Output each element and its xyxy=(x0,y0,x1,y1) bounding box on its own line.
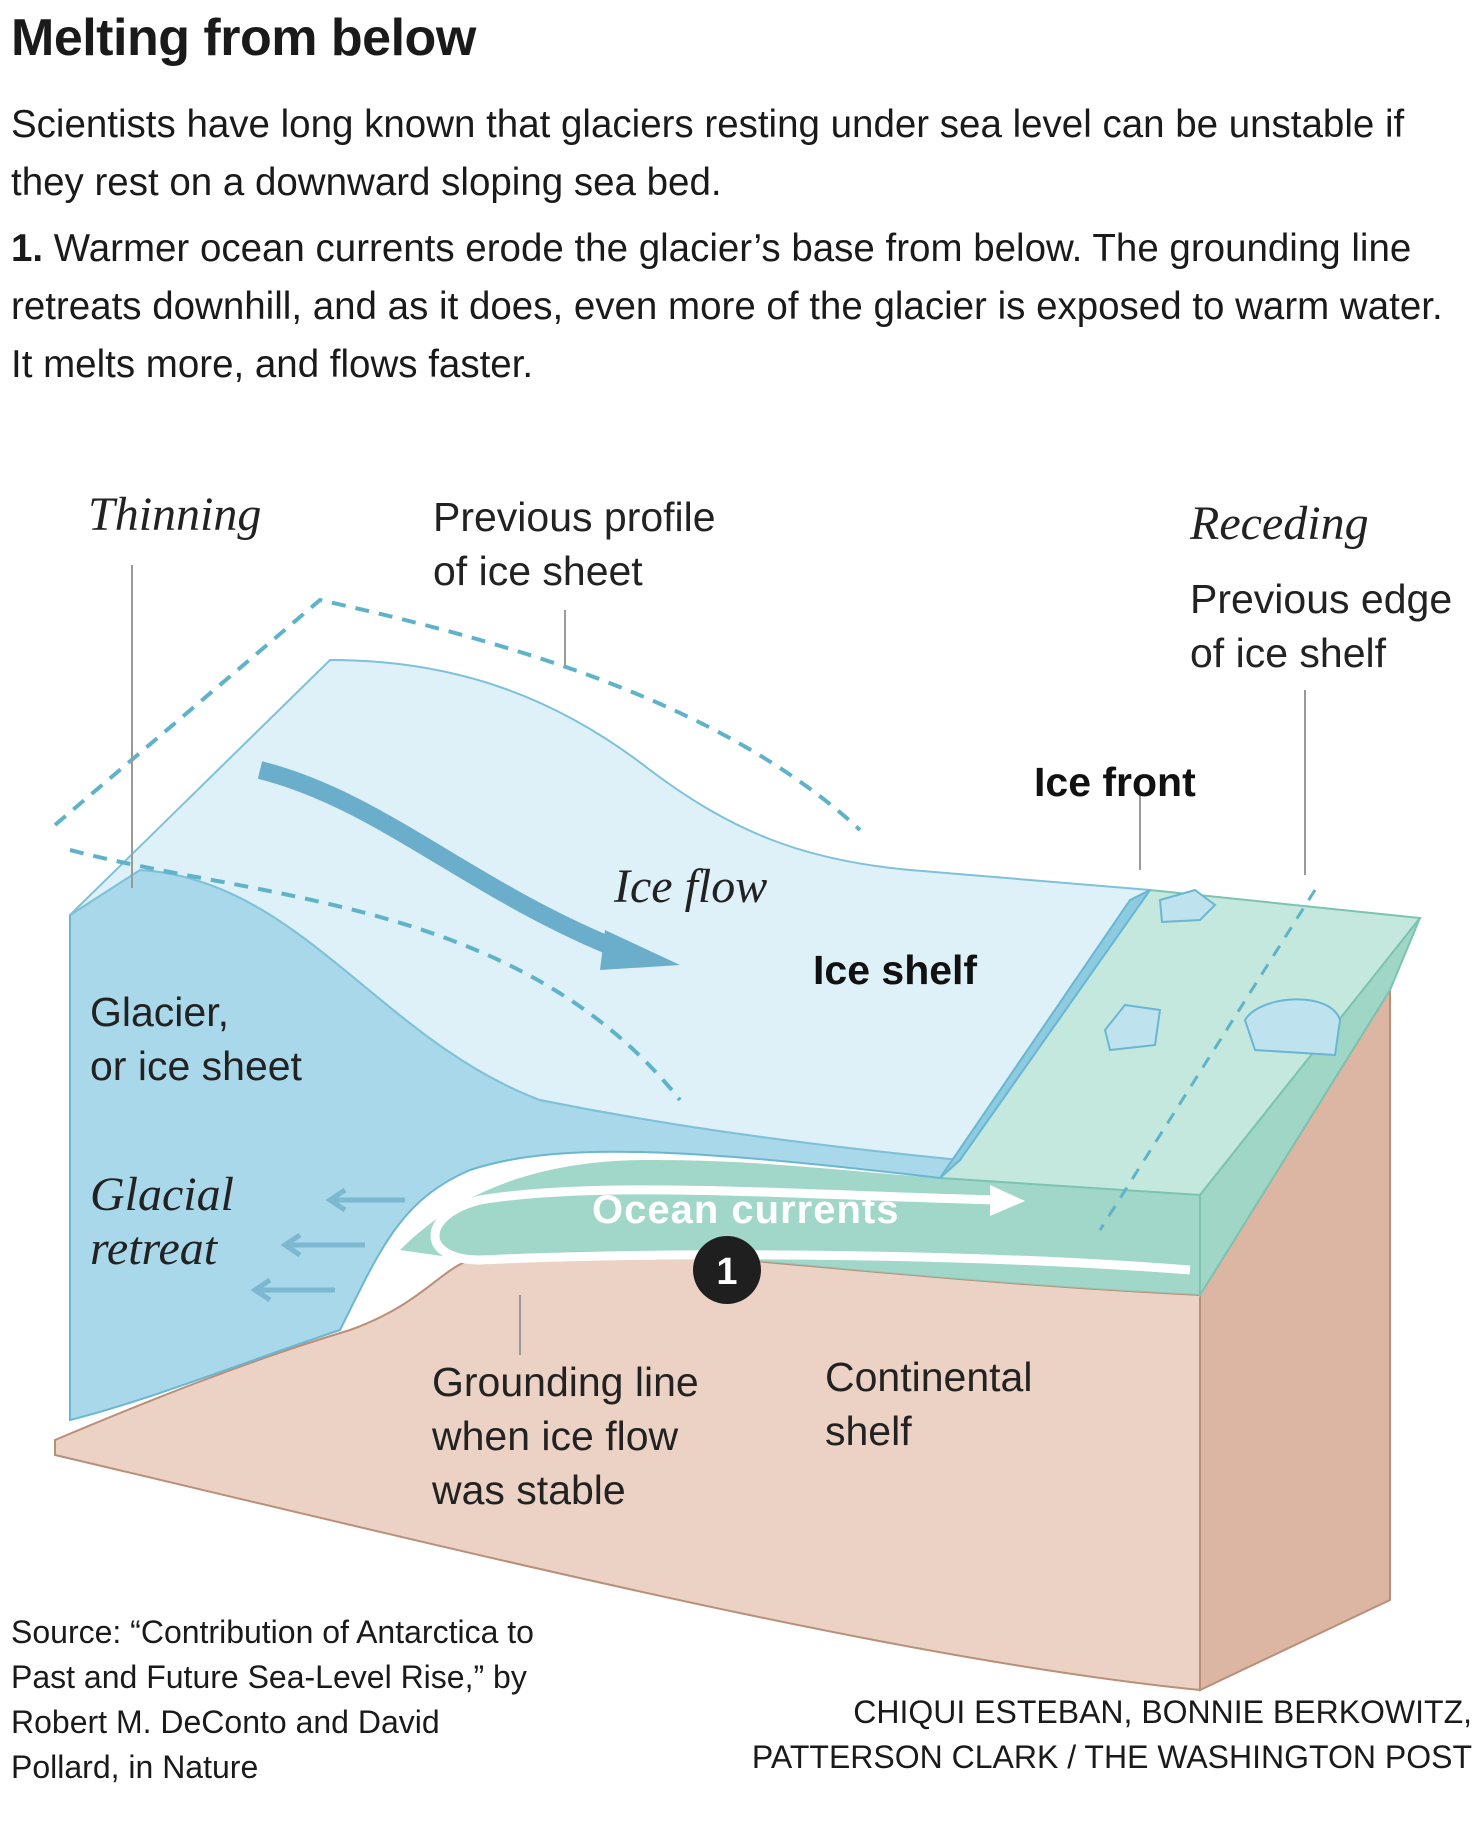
step-marker xyxy=(693,1236,761,1304)
label-thinning: Thinning xyxy=(88,488,262,541)
ocean-current-arrowhead xyxy=(990,1185,1025,1216)
label-previous-profile: Previous profile of ice sheet xyxy=(433,494,716,594)
label-continental-shelf: Continental shelf xyxy=(825,1354,1033,1454)
ice-flow-arrow xyxy=(257,761,624,959)
label-ocean-currents: Ocean currents xyxy=(592,1188,900,1232)
label-ice-shelf: Ice shelf xyxy=(813,947,978,993)
source-note: Source: “Contribution of Antarctica to P… xyxy=(11,1614,534,1785)
ice-flow-arrowhead xyxy=(600,930,680,970)
glacier-top xyxy=(69,658,1152,1162)
intro-text: Scientists have long known that glaciers… xyxy=(11,103,1405,204)
iceberg-1 xyxy=(1103,1003,1162,1052)
step-description: 1. Warmer ocean currents erode the glaci… xyxy=(11,220,1471,394)
page-title: Melting from below xyxy=(11,9,476,67)
previous-edge-line xyxy=(1098,889,1317,1231)
label-glacier: Glacier, or ice sheet xyxy=(90,989,302,1089)
label-previous-edge: Previous edge of ice shelf xyxy=(1190,576,1453,676)
retreat-arrow-3 xyxy=(250,1277,335,1303)
credit-line: CHIQUI ESTEBAN, BONNIE BERKOWITZ, PATTER… xyxy=(751,1694,1472,1775)
label-receding: Receding xyxy=(1190,497,1369,550)
retreat-arrow-2 xyxy=(280,1232,365,1258)
label-ice-front: Ice front xyxy=(1034,759,1196,805)
iceberg-2 xyxy=(1243,998,1342,1057)
iceberg-3 xyxy=(1158,888,1217,924)
leader-lines xyxy=(131,565,1306,1355)
ocean-current-loop xyxy=(430,1185,1191,1275)
step-text: Warmer ocean currents erode the glacier’… xyxy=(11,227,1443,386)
previous-profile-line xyxy=(53,597,862,1102)
step-number: 1. xyxy=(11,227,44,270)
ocean-side xyxy=(1199,917,1421,1299)
label-ice-flow: Ice flow xyxy=(614,860,768,913)
label-glacial-retreat: Glacial retreat xyxy=(90,1168,234,1275)
label-grounding-line: Grounding line when ice flow was stable xyxy=(432,1359,699,1513)
step-marker-label: 1 xyxy=(716,1251,737,1293)
retreat-arrow-1 xyxy=(325,1187,405,1213)
ice-front-edge xyxy=(939,889,1151,1179)
